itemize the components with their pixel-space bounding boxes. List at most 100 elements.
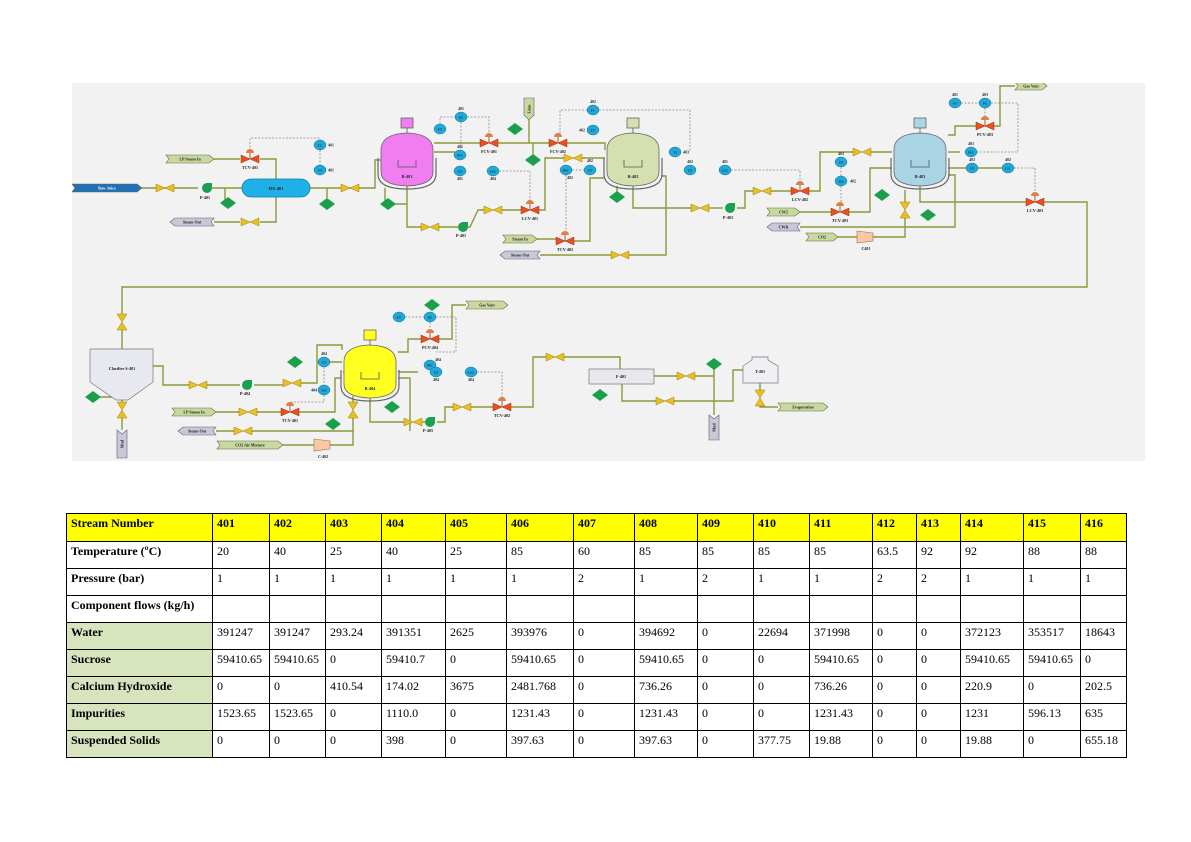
instrument-number: 404	[321, 352, 327, 356]
table-cell: 0	[1023, 730, 1081, 758]
pump-label: P-401	[456, 233, 466, 238]
instrument-code: FT	[438, 128, 443, 132]
stream-number-414: 414	[960, 513, 1024, 542]
table-cell: 1	[634, 568, 698, 596]
stream-number-406: 406	[506, 513, 574, 542]
pipe-line	[539, 157, 564, 211]
row-label: Temperature (ºC)	[66, 541, 213, 569]
table-cell: 394692	[634, 622, 698, 650]
actuator-icon	[526, 200, 534, 204]
actuator-icon	[561, 231, 569, 235]
instrument-code: PC	[983, 102, 988, 106]
pipe-line	[759, 406, 778, 408]
table-cell: 410.54	[325, 676, 382, 704]
table-cell: 0	[916, 730, 961, 758]
stream-tag-icon	[1014, 83, 1048, 91]
table-cell: 0	[753, 649, 810, 677]
table-cell: 1	[325, 568, 382, 596]
reactor-jacket	[890, 158, 950, 190]
reactor-label: R-403	[915, 174, 926, 179]
stream-number-413: 413	[916, 513, 961, 542]
reactor-vessel	[893, 132, 947, 187]
stream-number-diamond-icon	[325, 418, 341, 430]
table-cell: 25	[325, 541, 382, 569]
table-cell: 18643	[1080, 622, 1127, 650]
table-cell: 391247	[269, 622, 326, 650]
instrument-code: FT	[591, 129, 596, 133]
gate-valve-icon	[347, 401, 359, 419]
signal-line	[289, 395, 325, 406]
pipe-line	[406, 186, 421, 228]
table-cell: 0	[1080, 649, 1127, 677]
stream-number-408: 408	[634, 513, 698, 542]
instrument-number: 402	[567, 176, 573, 180]
table-cell: 0	[872, 676, 917, 704]
table-cell: 0	[573, 676, 635, 704]
instrument-code: PIC	[457, 154, 463, 158]
table-cell: 85	[697, 541, 754, 569]
pipe-line	[398, 377, 411, 431]
instrument-number: 402	[587, 159, 593, 163]
table-cell: 92	[916, 541, 961, 569]
instrument-bubble-icon	[683, 164, 697, 176]
table-cell: 0	[916, 622, 961, 650]
table-cell: 1231.43	[634, 703, 698, 731]
table-cell: 0	[753, 703, 810, 731]
stream-tag-label: LP Steam In	[179, 157, 201, 162]
reactor-jacket	[340, 370, 400, 402]
table-cell	[1023, 595, 1081, 623]
table-cell: 59410.65	[960, 649, 1024, 677]
pipe-line	[153, 365, 189, 386]
instrument-code: PIC	[427, 364, 433, 368]
gate-valve-icon	[563, 153, 583, 163]
stream-number-416: 416	[1080, 513, 1127, 542]
table-cell: 596.13	[1023, 703, 1081, 731]
pump-outlet	[207, 183, 212, 187]
pipe-line	[567, 142, 606, 150]
signal-line	[499, 170, 531, 204]
instrument-code: LT	[688, 169, 693, 173]
actuator-icon	[246, 149, 254, 153]
table-cell	[573, 595, 635, 623]
instrument-number: 403	[683, 151, 689, 155]
table-cell: 59410.65	[269, 649, 326, 677]
table-cell: 377.75	[753, 730, 810, 758]
instrument-code: LT	[458, 170, 463, 174]
gate-valve-icon	[452, 402, 472, 412]
table-cell: 88	[1023, 541, 1081, 569]
stream-number-diamond-icon	[525, 154, 541, 166]
stream-number-412: 412	[872, 513, 917, 542]
instrument-bubble-icon	[433, 123, 447, 135]
instrument-bubble-icon	[583, 164, 597, 176]
compressor-label: C-402	[318, 454, 328, 459]
tank-icon	[742, 356, 779, 384]
table-cell: 391351	[381, 622, 446, 650]
table-cell: 1	[445, 568, 507, 596]
table-cell	[634, 595, 698, 623]
table-cell: 371998	[809, 622, 873, 650]
instrument-bubble-icon	[834, 156, 848, 168]
pipe-line	[439, 209, 484, 228]
stream-number-diamond-icon	[287, 356, 303, 368]
stream-number-415: 415	[1023, 513, 1081, 542]
row-label: Calcium Hydroxide	[66, 676, 213, 704]
gate-valve-icon	[188, 380, 208, 390]
pipe-line	[621, 384, 656, 402]
stream-tag-label: Steam Out	[183, 220, 202, 225]
pipe-line	[260, 197, 277, 223]
table-cell: 40	[269, 541, 326, 569]
instrument-number: 403	[969, 158, 975, 162]
filter-icon	[588, 368, 655, 385]
actuator-icon	[836, 202, 844, 206]
pump-outlet	[730, 203, 735, 207]
stream-tag-icon	[777, 402, 829, 412]
table-cell: 220.9	[960, 676, 1024, 704]
table-cell: 0	[872, 649, 917, 677]
heat-exchanger-label: HX-401	[269, 186, 285, 191]
actuator-icon	[485, 133, 493, 137]
gate-valve-icon	[899, 201, 911, 219]
pump-label: P-405	[423, 428, 433, 433]
